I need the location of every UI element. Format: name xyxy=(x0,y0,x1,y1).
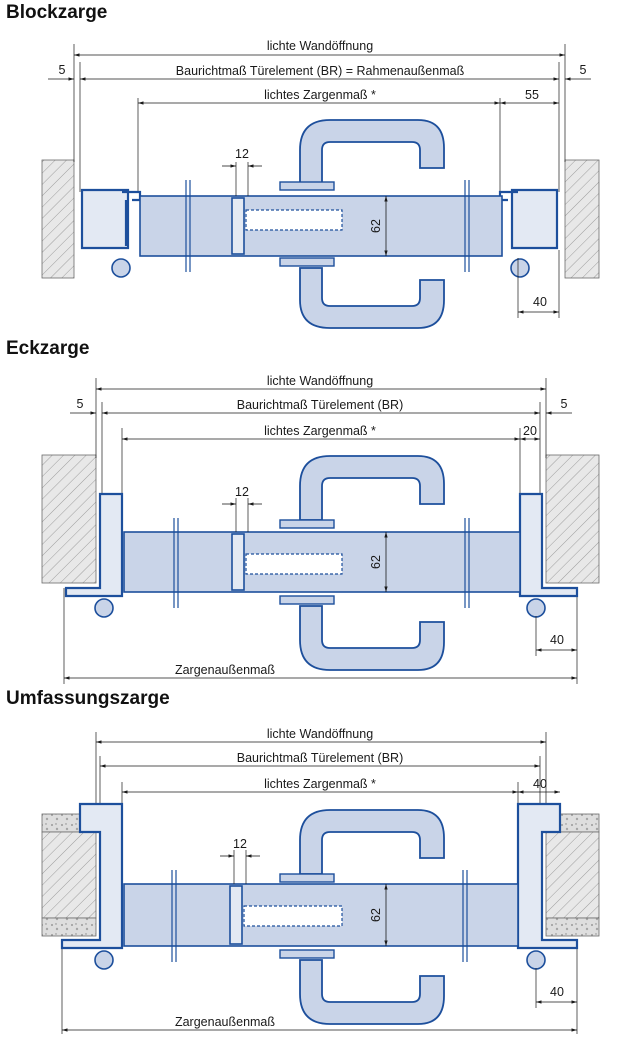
hinge-left xyxy=(94,598,114,618)
wall-left xyxy=(41,831,97,919)
dim-label-depth: 40 xyxy=(550,985,564,999)
dim-label-opening: lichte Wandöffnung xyxy=(267,39,373,53)
dim-label-small: 12 xyxy=(233,837,247,851)
dim-label-gap-right: 5 xyxy=(580,63,587,77)
rosette-bottom xyxy=(279,257,335,267)
dim-label-thickness: 62 xyxy=(369,219,383,233)
lock-body xyxy=(245,209,343,231)
frame-left xyxy=(64,492,124,598)
hinge-left xyxy=(94,950,114,970)
dim-label-depth: 40 xyxy=(550,633,564,647)
handle-bottom xyxy=(299,605,445,671)
wall-left-plaster-bottom xyxy=(41,917,97,937)
rosette-top xyxy=(279,873,335,883)
frame-right xyxy=(510,188,559,250)
door-leaf xyxy=(123,531,521,593)
dim-label-gap-left: 5 xyxy=(77,397,84,411)
lock-body xyxy=(245,553,343,575)
lock-faceplate xyxy=(229,885,243,945)
wall-left xyxy=(41,159,75,279)
dim-label-opening: lichte Wandöffnung xyxy=(267,727,373,741)
dim-label-frame-clear: lichtes Zargenmaß * xyxy=(264,777,376,791)
hinge-right xyxy=(526,598,546,618)
dim-label-side-right: 40 xyxy=(533,777,547,791)
section-title-umfassungszarge: Umfassungszarge xyxy=(6,688,170,709)
wall-right xyxy=(545,831,600,919)
lock-body xyxy=(243,905,343,927)
wall-right-plaster-bottom xyxy=(545,917,600,937)
wall-right xyxy=(545,454,600,584)
lock-faceplate xyxy=(231,533,245,591)
hinge-right xyxy=(510,258,530,278)
section-title-blockzarge: Blockzarge xyxy=(6,2,108,23)
frame-left xyxy=(60,802,124,950)
rosette-top xyxy=(279,181,335,191)
umfassungszarge-diagram: lichte Wandöffnung Baurichtmaß Türelemen… xyxy=(41,727,600,1034)
section-title-eckzarge: Eckzarge xyxy=(6,338,90,359)
dim-label-element: Baurichtmaß Türelement (BR) xyxy=(237,398,404,412)
hinge-left xyxy=(111,258,131,278)
dim-label-element: Baurichtmaß Türelement (BR) xyxy=(237,751,404,765)
dim-label-frame-clear: lichtes Zargenmaß * xyxy=(264,88,376,102)
dim-label-frame-clear: lichtes Zargenmaß * xyxy=(264,424,376,438)
hinge-right xyxy=(526,950,546,970)
frame-right xyxy=(518,492,579,598)
wall-left xyxy=(41,454,97,584)
eckzarge-diagram: lichte Wandöffnung Baurichtmaß Türelemen… xyxy=(41,374,600,684)
dim-label-gap-left: 5 xyxy=(59,63,66,77)
frame-left xyxy=(80,188,130,250)
handle-top xyxy=(299,119,445,185)
rosette-bottom xyxy=(279,595,335,605)
rosette-bottom xyxy=(279,949,335,959)
frame-right xyxy=(516,802,579,950)
blockzarge-diagram: lichte Wandöffnung Baurichtmaß Türelemen… xyxy=(41,39,600,329)
dim-label-small: 12 xyxy=(235,147,249,161)
dim-label-outer: Zargenaußenmaß xyxy=(175,1015,275,1029)
dim-label-side-right: 20 xyxy=(523,424,537,438)
handle-bottom xyxy=(299,959,445,1025)
dim-label-gap-right: 5 xyxy=(561,397,568,411)
handle-bottom xyxy=(299,267,445,329)
dim-label-depth: 40 xyxy=(533,295,547,309)
dim-label-thickness: 62 xyxy=(369,908,383,922)
wall-right xyxy=(564,159,600,279)
dim-label-small: 12 xyxy=(235,485,249,499)
dim-label-element: Baurichtmaß Türelement (BR) = Rahmenauße… xyxy=(176,64,465,78)
dim-label-side-right: 55 xyxy=(525,88,539,102)
dim-label-outer: Zargenaußenmaß xyxy=(175,663,275,677)
dim-label-thickness: 62 xyxy=(369,555,383,569)
lock-faceplate xyxy=(231,197,245,255)
dim-label-opening: lichte Wandöffnung xyxy=(267,374,373,388)
rosette-top xyxy=(279,519,335,529)
handle-top xyxy=(299,455,445,521)
handle-top xyxy=(299,809,445,875)
